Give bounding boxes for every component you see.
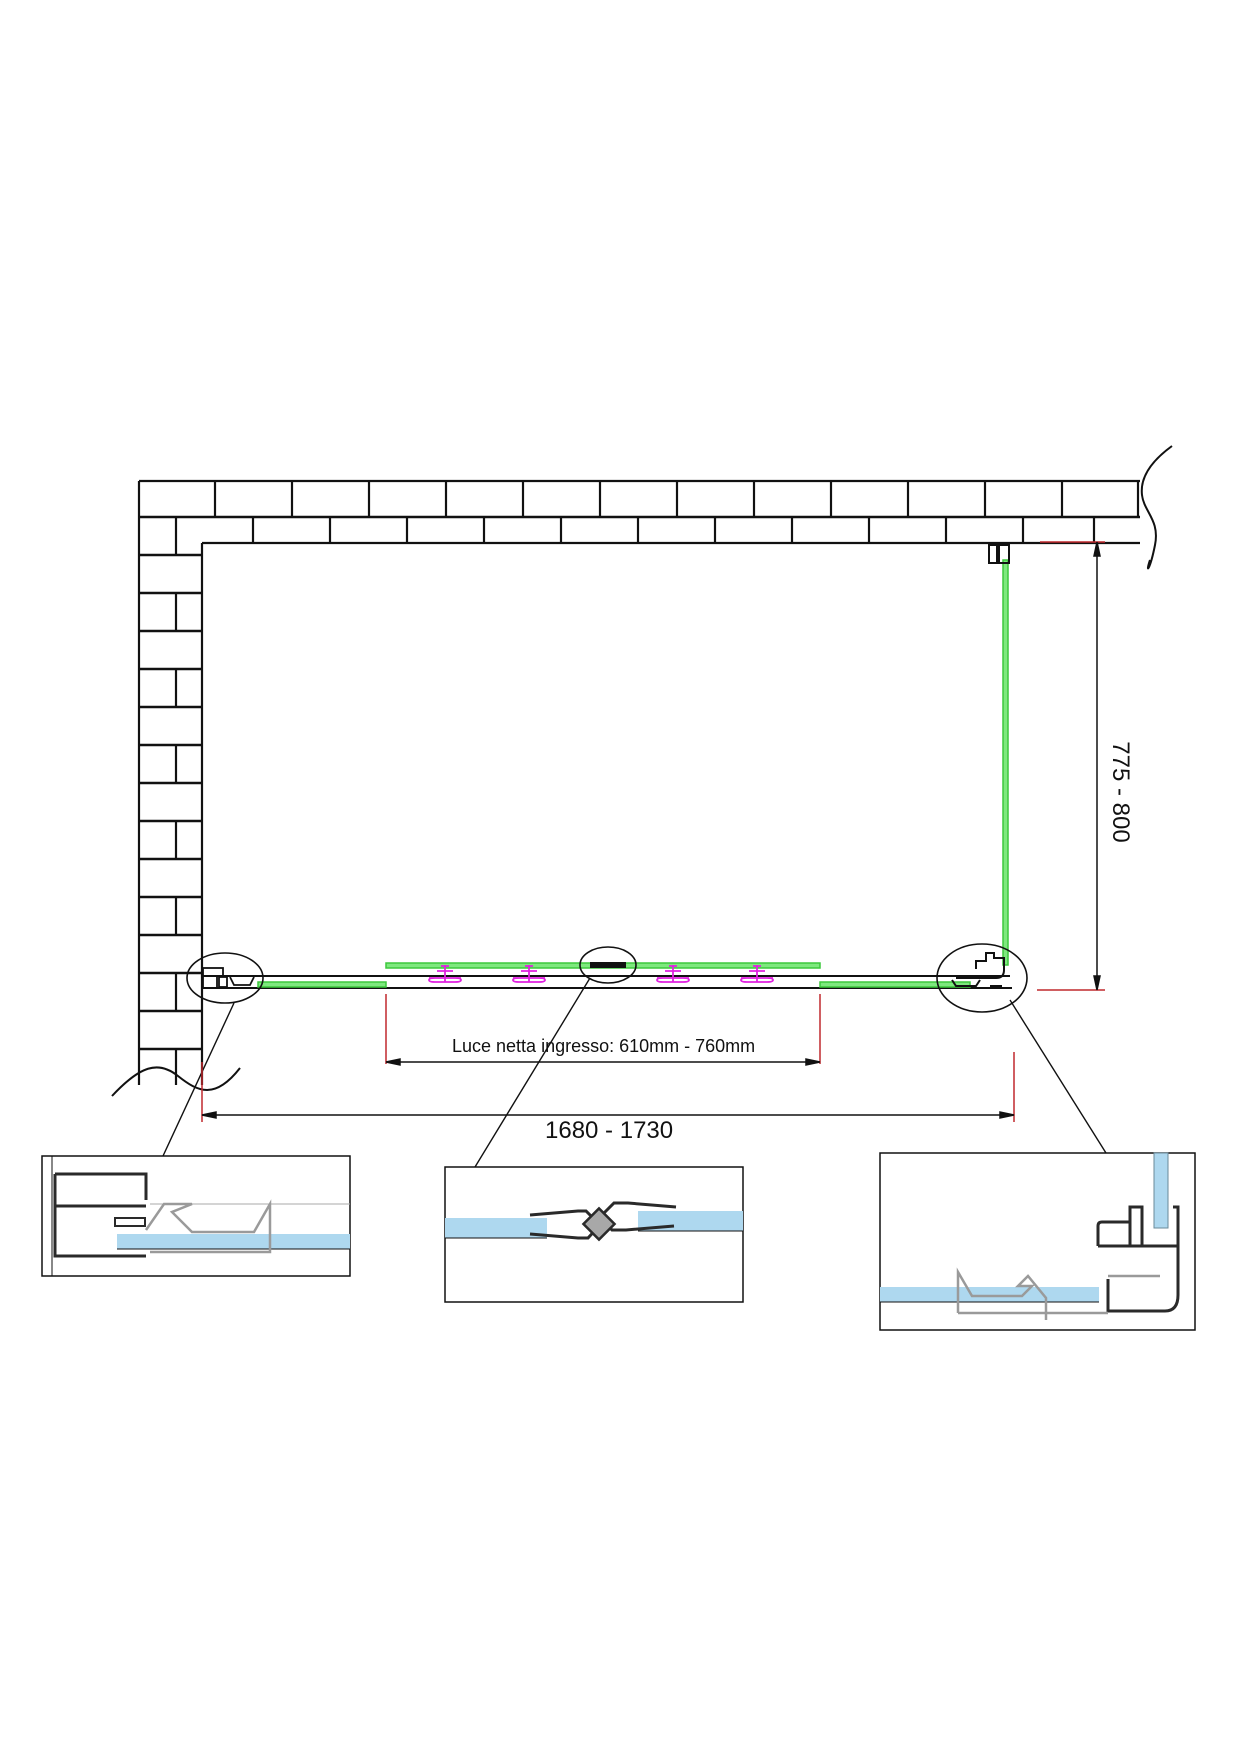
callout-circles bbox=[186, 943, 1028, 1013]
depth-label: 775 - 800 bbox=[1107, 741, 1134, 843]
wall-break-bottom bbox=[111, 1066, 241, 1097]
detail-box-center bbox=[444, 1166, 744, 1303]
track-lines bbox=[202, 975, 1012, 989]
roller-4 bbox=[740, 965, 774, 983]
left-wall-profile bbox=[202, 967, 255, 989]
rollers bbox=[428, 965, 774, 983]
detail-box-right bbox=[879, 1152, 1196, 1331]
brick-wall bbox=[137, 479, 1140, 1085]
side-panel-top-profile bbox=[988, 544, 1010, 564]
overall-width-label: 1680 - 1730 bbox=[545, 1117, 674, 1144]
roller-3 bbox=[656, 965, 690, 983]
wall-break-right bbox=[1140, 445, 1173, 570]
magnetic-seal bbox=[590, 962, 626, 968]
dimension-extensions bbox=[201, 541, 1105, 1122]
leader-lines bbox=[162, 977, 1107, 1168]
opening-width-label: Luce netta ingresso: 610mm - 760mm bbox=[452, 1036, 756, 1056]
fixed-panel-left bbox=[257, 981, 387, 988]
fixed-panel-right bbox=[819, 981, 971, 988]
roller-2 bbox=[512, 965, 546, 983]
glass-panels bbox=[257, 559, 1009, 988]
dimension-lines bbox=[201, 541, 1101, 1119]
side-panel bbox=[1002, 559, 1009, 966]
corner-profile bbox=[951, 952, 1005, 987]
roller-1 bbox=[428, 965, 462, 983]
detail-box-left bbox=[41, 1155, 351, 1277]
